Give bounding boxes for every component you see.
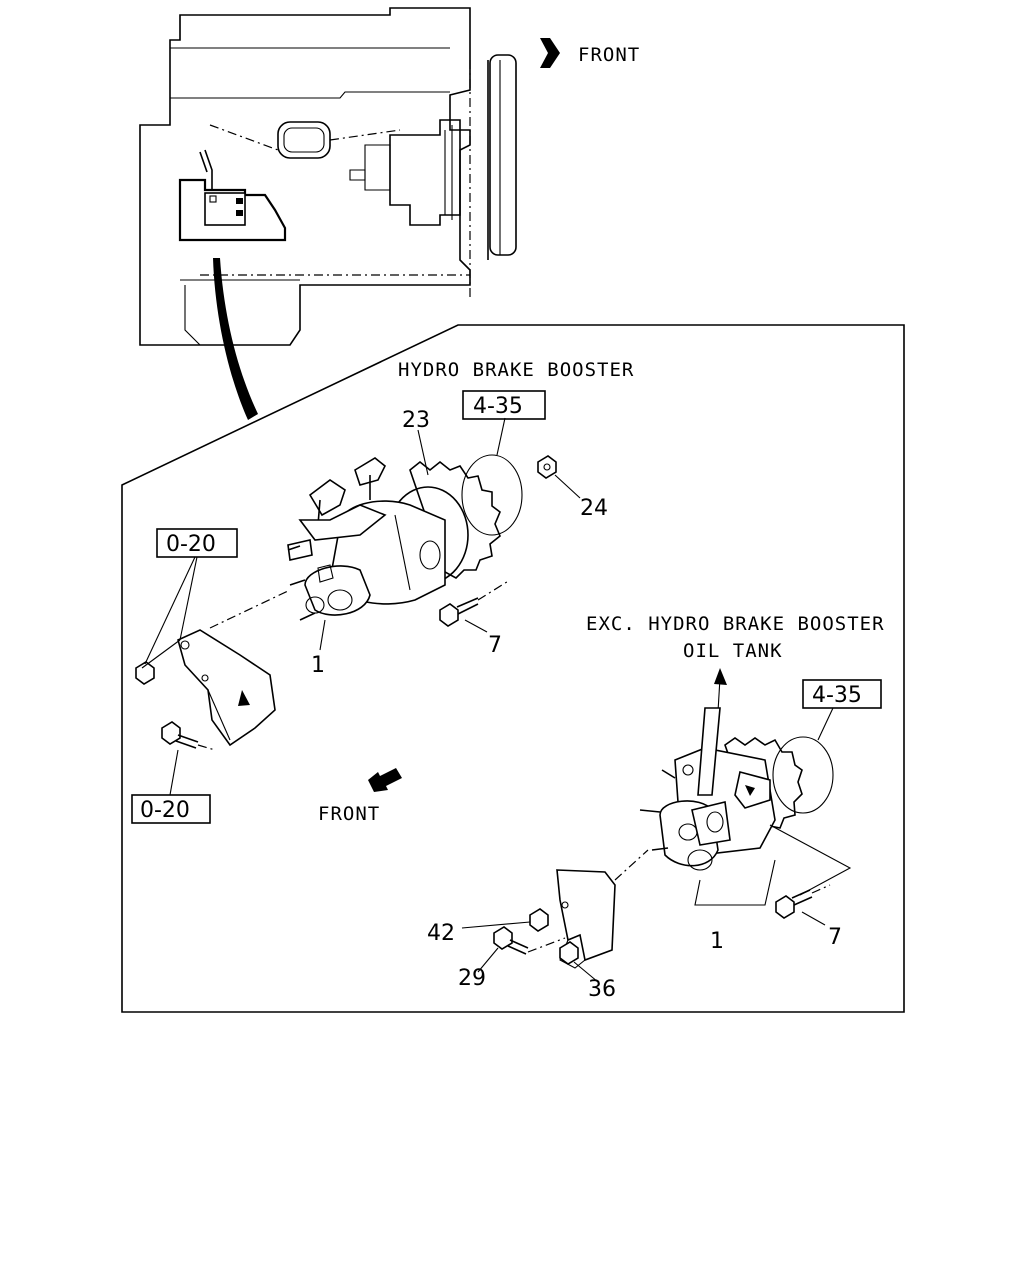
bolt-7-upper [439, 579, 511, 633]
ref-box-0-20-upper: 0-20 [156, 528, 238, 558]
ref-box-4-35-upper: 4-35 [462, 390, 546, 420]
callout-36: 36 [588, 977, 616, 1002]
oil-tank-arrow-head [714, 668, 727, 685]
callout-1-upper: 1 [311, 653, 325, 678]
vacuum-pump-lower [639, 707, 834, 871]
ref-box-4-35-lower: 4-35 [802, 679, 882, 709]
front-label-top: FRONT [578, 44, 640, 66]
callout-24: 24 [580, 496, 608, 521]
callout-7-lower: 7 [828, 925, 842, 950]
vacuum-pump-upper [287, 417, 523, 621]
ref-box-0-20-lower: 0-20 [131, 794, 211, 824]
front-label-detail: FRONT [318, 803, 380, 825]
leader-1-upper [319, 619, 326, 651]
nut-24 [537, 455, 581, 499]
leader-23 [417, 429, 429, 476]
svg-text:0-20: 0-20 [166, 532, 216, 557]
bracket-upper [135, 556, 291, 796]
callout-1-lower: 1 [710, 929, 724, 954]
front-arrow-icon [540, 38, 560, 68]
svg-text:4-35: 4-35 [812, 683, 862, 708]
svg-text:0-20: 0-20 [140, 798, 190, 823]
engine-overview [139, 7, 517, 420]
front-arrow-detail-icon [368, 768, 402, 792]
callout-7-upper: 7 [488, 633, 502, 658]
leader-7-lower-vee [769, 824, 852, 896]
bolt-7-lower [775, 884, 831, 926]
svg-text:4-35: 4-35 [473, 394, 523, 419]
oil-tank-label: OIL TANK [683, 640, 783, 662]
exc-hydro-brake-booster-label: EXC. HYDRO BRAKE BOOSTER [586, 613, 885, 635]
detail-frame [121, 324, 905, 1013]
leader-1-lower [694, 859, 776, 906]
front-arrow-detail: FRONT [318, 768, 402, 825]
hydro-brake-booster-label: HYDRO BRAKE BOOSTER [398, 359, 634, 381]
callout-29: 29 [458, 966, 486, 991]
front-arrow-top: FRONT [540, 38, 640, 68]
bracket-lower [461, 849, 649, 983]
callout-23: 23 [402, 408, 430, 433]
callout-42: 42 [427, 921, 455, 946]
